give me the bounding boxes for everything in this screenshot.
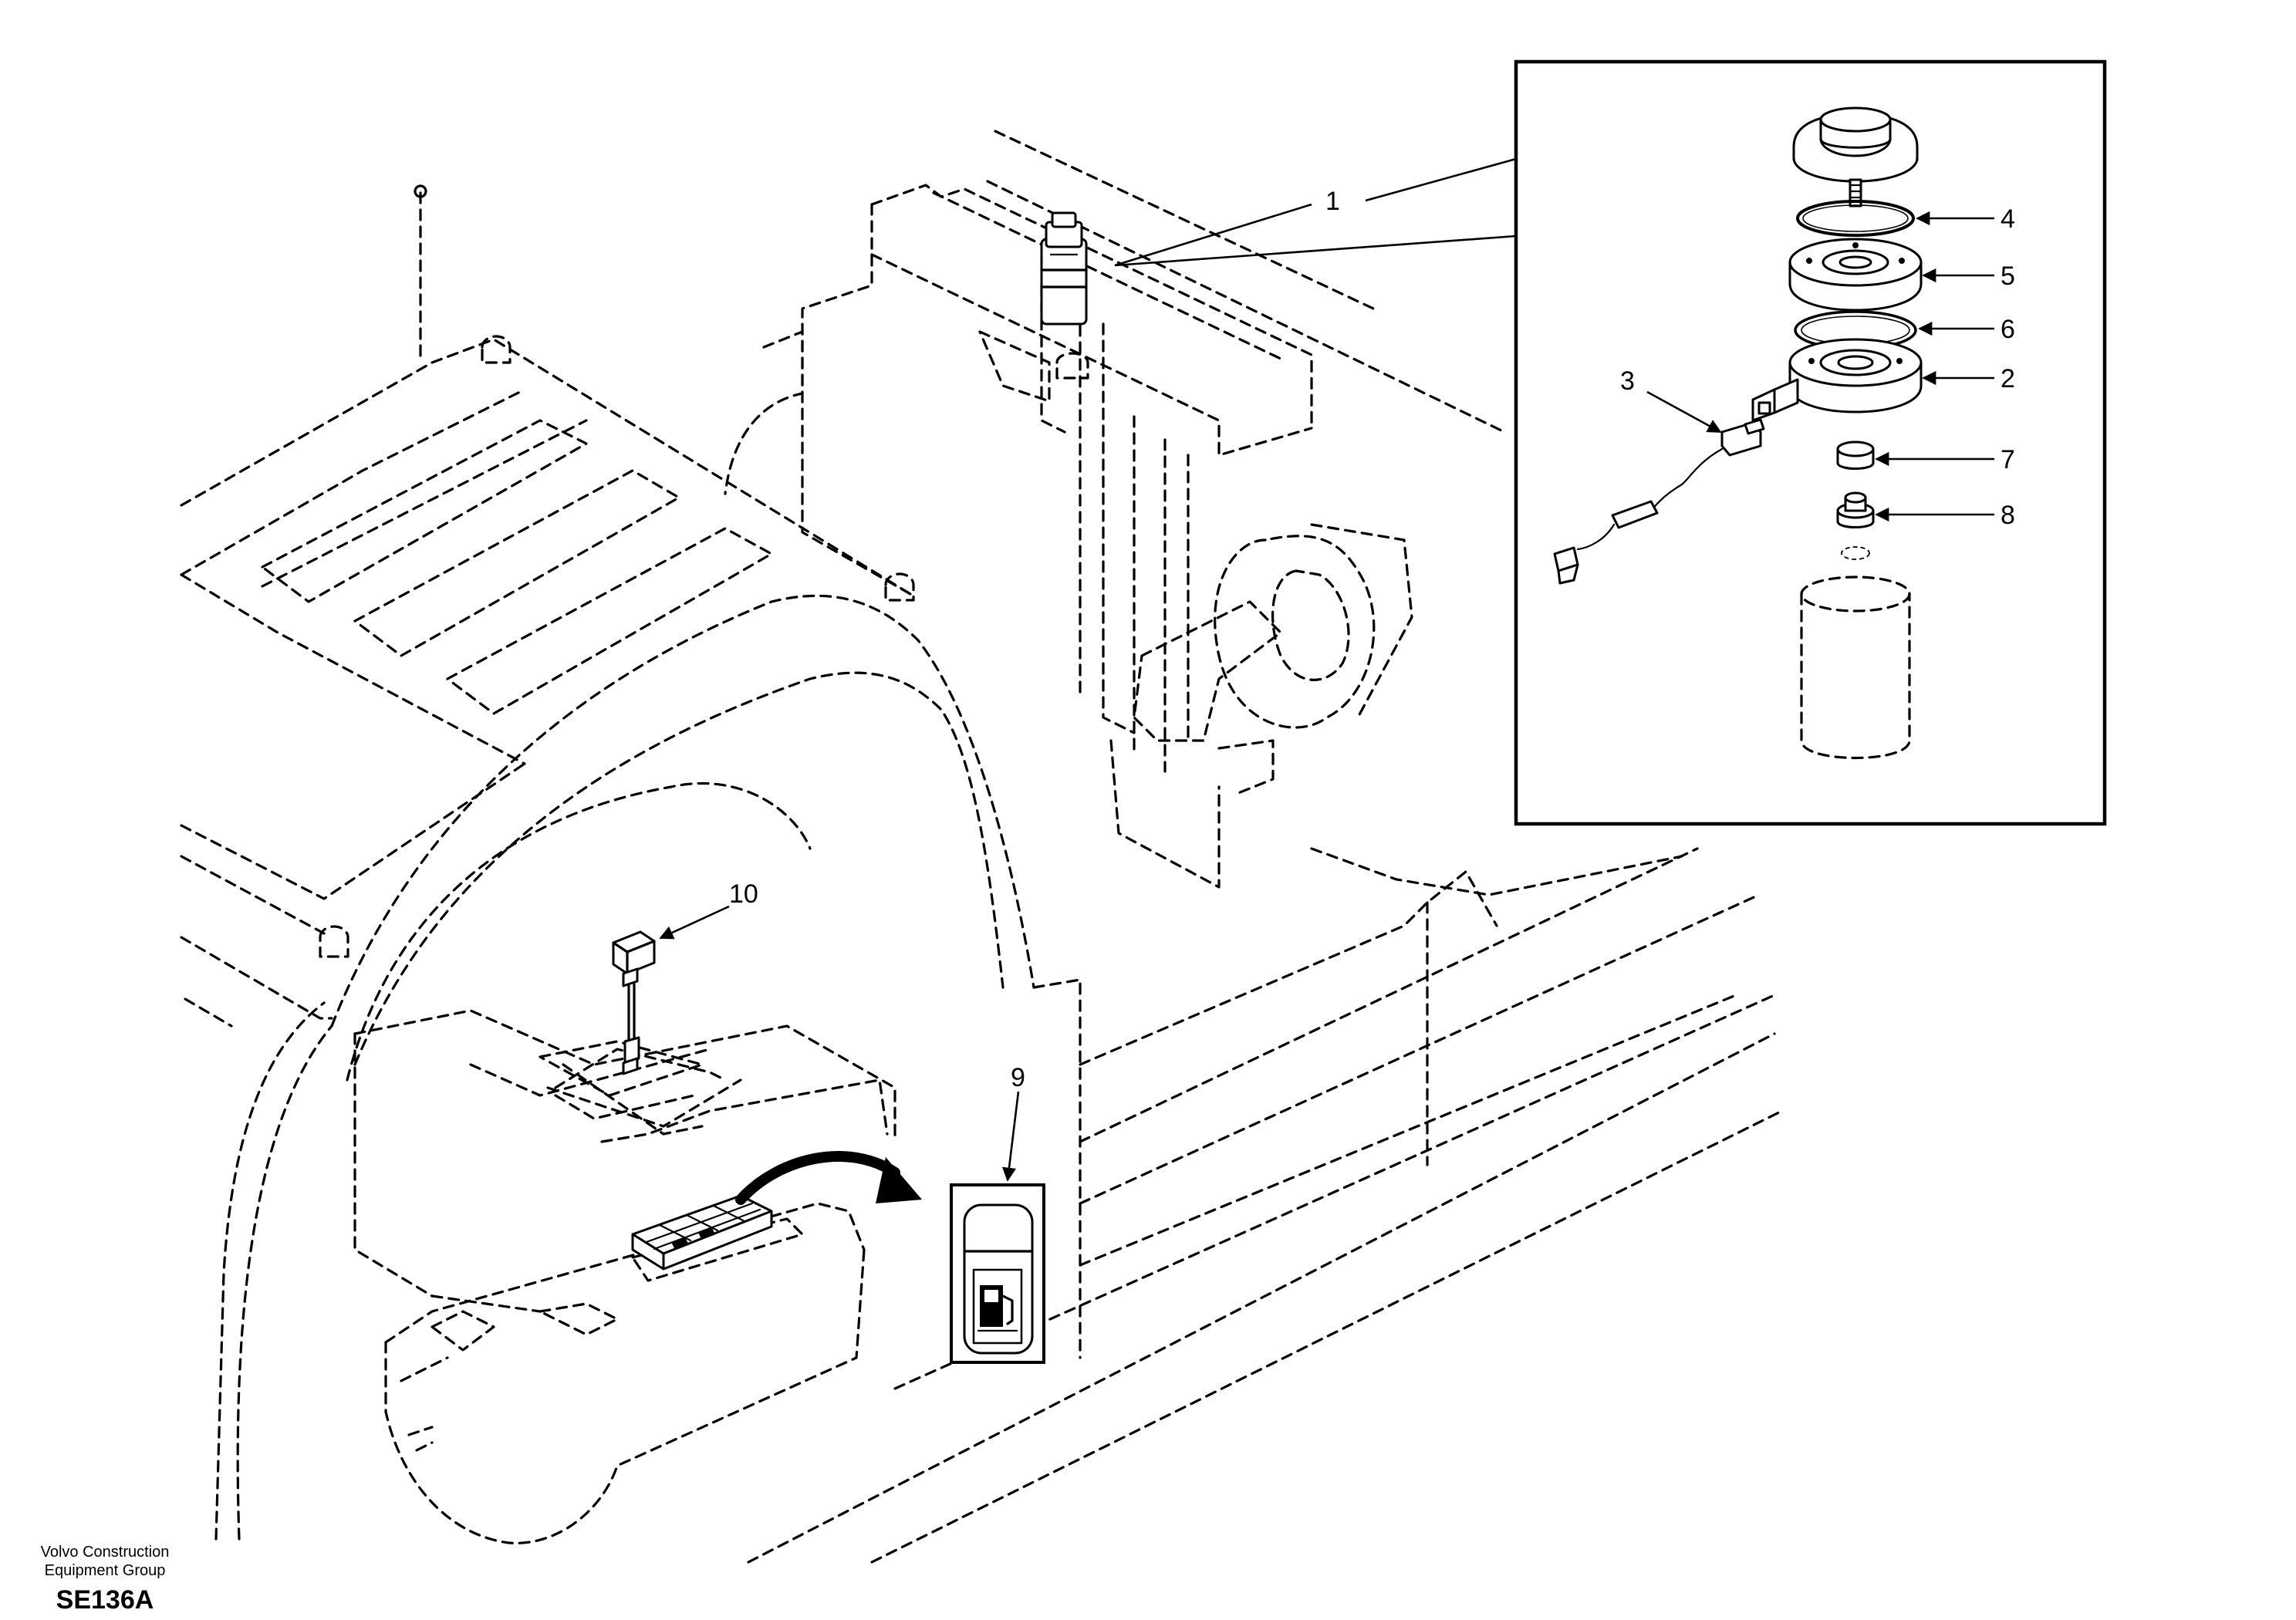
inset-exploded-view [1553,106,1923,760]
company-name-line1: Volvo Construction [41,1544,170,1561]
drawing-code: SE136A [56,1585,154,1615]
callout-9: 9 [1011,1063,1025,1092]
curved-arrow-head [876,1157,922,1203]
leader-3 [1646,390,1722,434]
callout-7: 7 [2001,445,2015,474]
fuel-switch-panel [950,1183,1045,1364]
leader-1b [1114,235,1517,267]
callout-1: 1 [1325,187,1340,216]
leader-9 [1001,1091,1020,1182]
switch-keypad [631,1194,773,1271]
company-name-line2: Equipment Group [45,1562,166,1579]
callout-10: 10 [729,879,758,909]
leader-1c [1365,157,1517,202]
curved-arrow [735,1150,900,1205]
callout-8: 8 [2001,501,2015,530]
callout-4: 4 [2001,204,2015,234]
machine-outline [180,130,1784,1564]
inset-frame [1514,59,2107,826]
leader-1a [1114,203,1312,267]
connector-item-10 [612,930,656,1075]
leader-10 [659,905,730,940]
callout-2: 2 [2001,364,2015,393]
fuel-filter-sensor-small [1040,211,1088,326]
callout-6: 6 [2001,315,2015,344]
callout-5: 5 [2001,262,2015,291]
callout-3: 3 [1620,366,1635,396]
